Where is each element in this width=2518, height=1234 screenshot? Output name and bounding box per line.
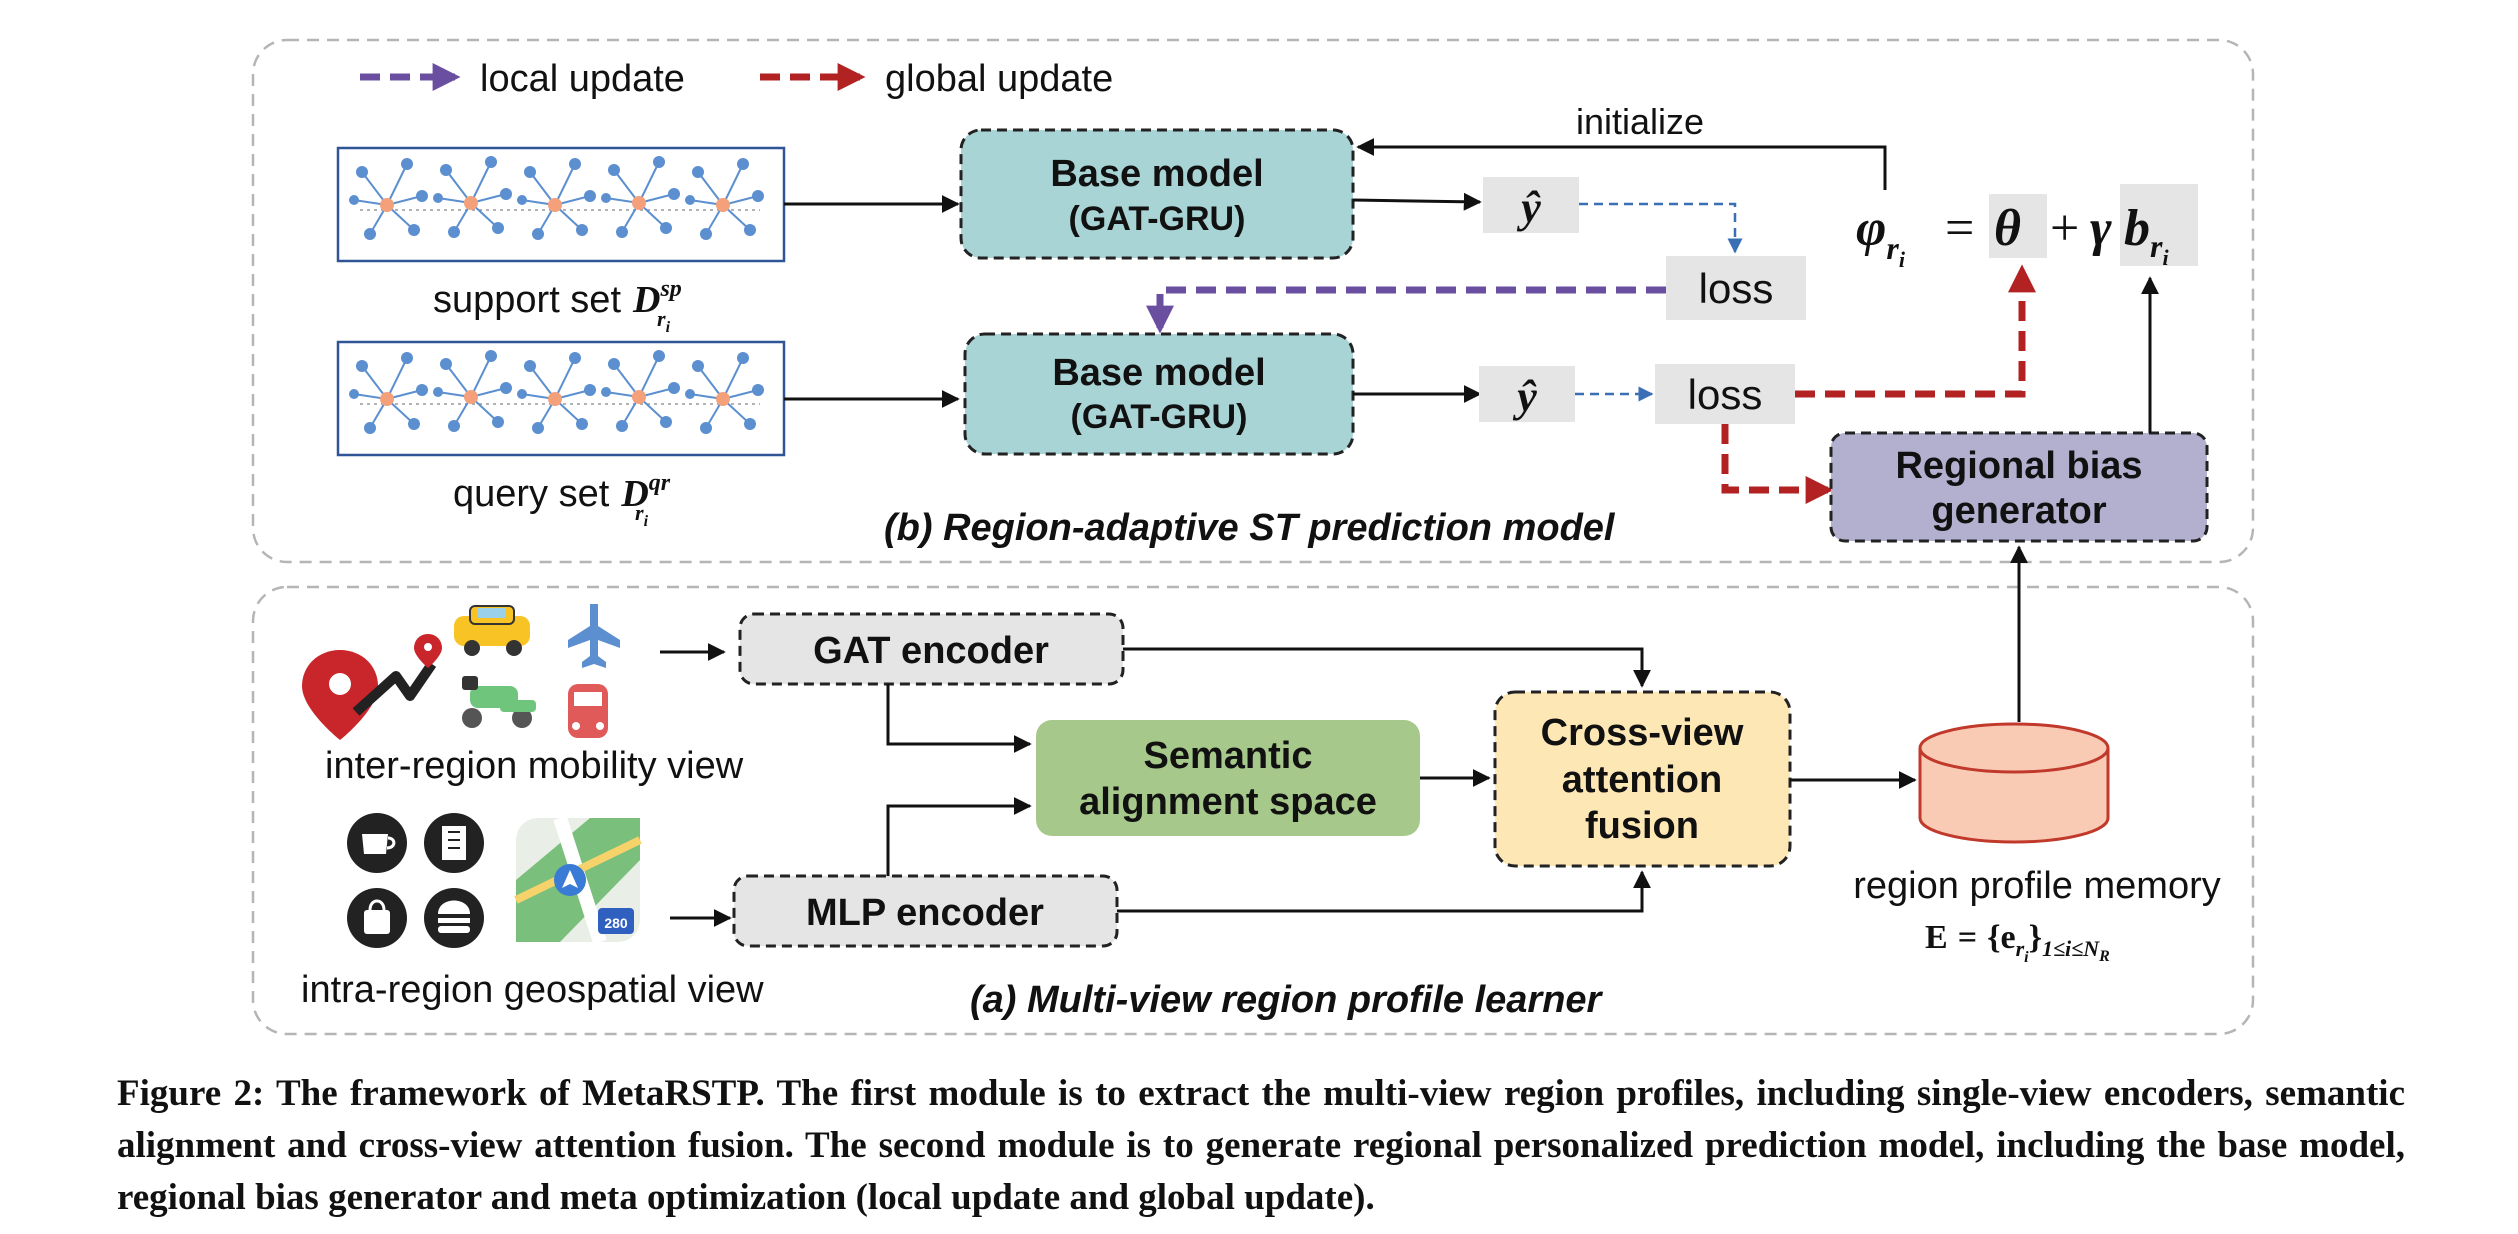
arrow-base1-to-yhat — [1352, 192, 1482, 211]
arrow-yhat1-to-loss — [1579, 202, 1743, 254]
support-set-subscript: ri — [657, 306, 671, 336]
regional-bias-generator — [1829, 431, 2209, 543]
arrow-gat-to-cross — [1123, 647, 1651, 688]
loss-1: loss — [1699, 265, 1774, 312]
query-set-graph — [336, 340, 786, 457]
legend-global-label: global update — [885, 58, 1113, 100]
shopping-bag-icon — [347, 888, 407, 948]
database-icon — [1918, 722, 2110, 844]
bottom-panel-title: (a) Multi-view region profile learner — [970, 979, 1604, 1021]
arrow-mlp-to-cross — [1117, 870, 1651, 913]
map-badge: 280 — [604, 915, 628, 931]
figure-caption: Figure 2: The framework of MetaRSTP. The… — [117, 1073, 2405, 1218]
cross-line2: attention — [1562, 759, 1722, 801]
legend-local-label: local update — [480, 58, 685, 100]
top-panel — [251, 38, 2255, 564]
formula-phi: φri — [1856, 200, 1906, 272]
base-model-1-sub: (GAT-GRU) — [1069, 200, 1246, 238]
scooter-icon — [462, 676, 536, 728]
geo-view-label: intra-region geospatial view — [301, 969, 764, 1011]
taxi-icon — [454, 605, 530, 656]
global-update-arrow-bias — [1721, 424, 1834, 504]
loss-2: loss — [1688, 371, 1763, 418]
semantic-line1: Semantic — [1144, 735, 1313, 777]
formula-b: bri — [2124, 200, 2169, 270]
regional-bias-line2: generator — [1931, 490, 2106, 532]
b-highlight — [2120, 184, 2198, 266]
memory-label: region profile memory — [1853, 865, 2220, 907]
arrow-mlp-to-semantic — [886, 797, 1032, 876]
yhat-box-2 — [1479, 366, 1575, 422]
semantic-line2: alignment space — [1079, 781, 1377, 823]
train-icon — [568, 684, 608, 738]
building-icon — [424, 813, 484, 873]
initialize-arrow — [1356, 138, 1887, 190]
mlp-encoder-label: MLP encoder — [806, 892, 1044, 934]
global-update-arrow-theta — [1795, 264, 2036, 398]
map-icon: 280 — [514, 815, 642, 945]
coffee-icon — [347, 813, 407, 873]
cross-line3: fusion — [1585, 805, 1699, 847]
initialize-label: initialize — [1576, 101, 1704, 142]
formula-theta: θ — [1994, 200, 2021, 257]
airplane-icon — [568, 604, 620, 668]
base-model-1 — [959, 128, 1355, 260]
arrow-gat-to-semantic — [886, 684, 1032, 753]
formula-eq: = — [1945, 200, 1974, 257]
burger-icon — [424, 888, 484, 948]
yhat-1: ŷ — [1516, 183, 1541, 232]
gat-encoder — [738, 612, 1125, 686]
loss-box-2 — [1655, 364, 1795, 424]
memory-formula: E={eri}1≤i≤NR — [1925, 919, 2110, 966]
base-model-1-title: Base model — [1050, 153, 1263, 195]
mobility-icons — [302, 604, 620, 740]
formula-gamma: γ — [2090, 200, 2112, 257]
mlp-encoder — [732, 874, 1119, 948]
query-set-subscript: ri — [635, 500, 649, 530]
base-model-2-title: Base model — [1052, 352, 1265, 394]
cross-line1: Cross-view — [1541, 712, 1744, 754]
bottom-panel — [251, 585, 2255, 1036]
formula-plus: + — [2050, 200, 2079, 257]
semantic-alignment-space — [1036, 720, 1420, 836]
yhat-2: ŷ — [1512, 372, 1537, 421]
support-set-graph — [336, 146, 786, 263]
base-model-2-sub: (GAT-GRU) — [1071, 398, 1248, 436]
yhat-box-1 — [1483, 177, 1579, 233]
route-icon — [352, 661, 437, 716]
geospatial-icons: 280 — [347, 813, 642, 948]
mobility-view-label: inter-region mobility view — [325, 745, 744, 787]
theta-highlight — [1989, 194, 2047, 258]
loss-box-1 — [1666, 256, 1806, 320]
gat-encoder-label: GAT encoder — [813, 630, 1049, 672]
local-update-arrow — [1146, 286, 1666, 334]
top-panel-title: (b) Region-adaptive ST prediction model — [884, 507, 1616, 549]
regional-bias-line1: Regional bias — [1895, 445, 2142, 487]
